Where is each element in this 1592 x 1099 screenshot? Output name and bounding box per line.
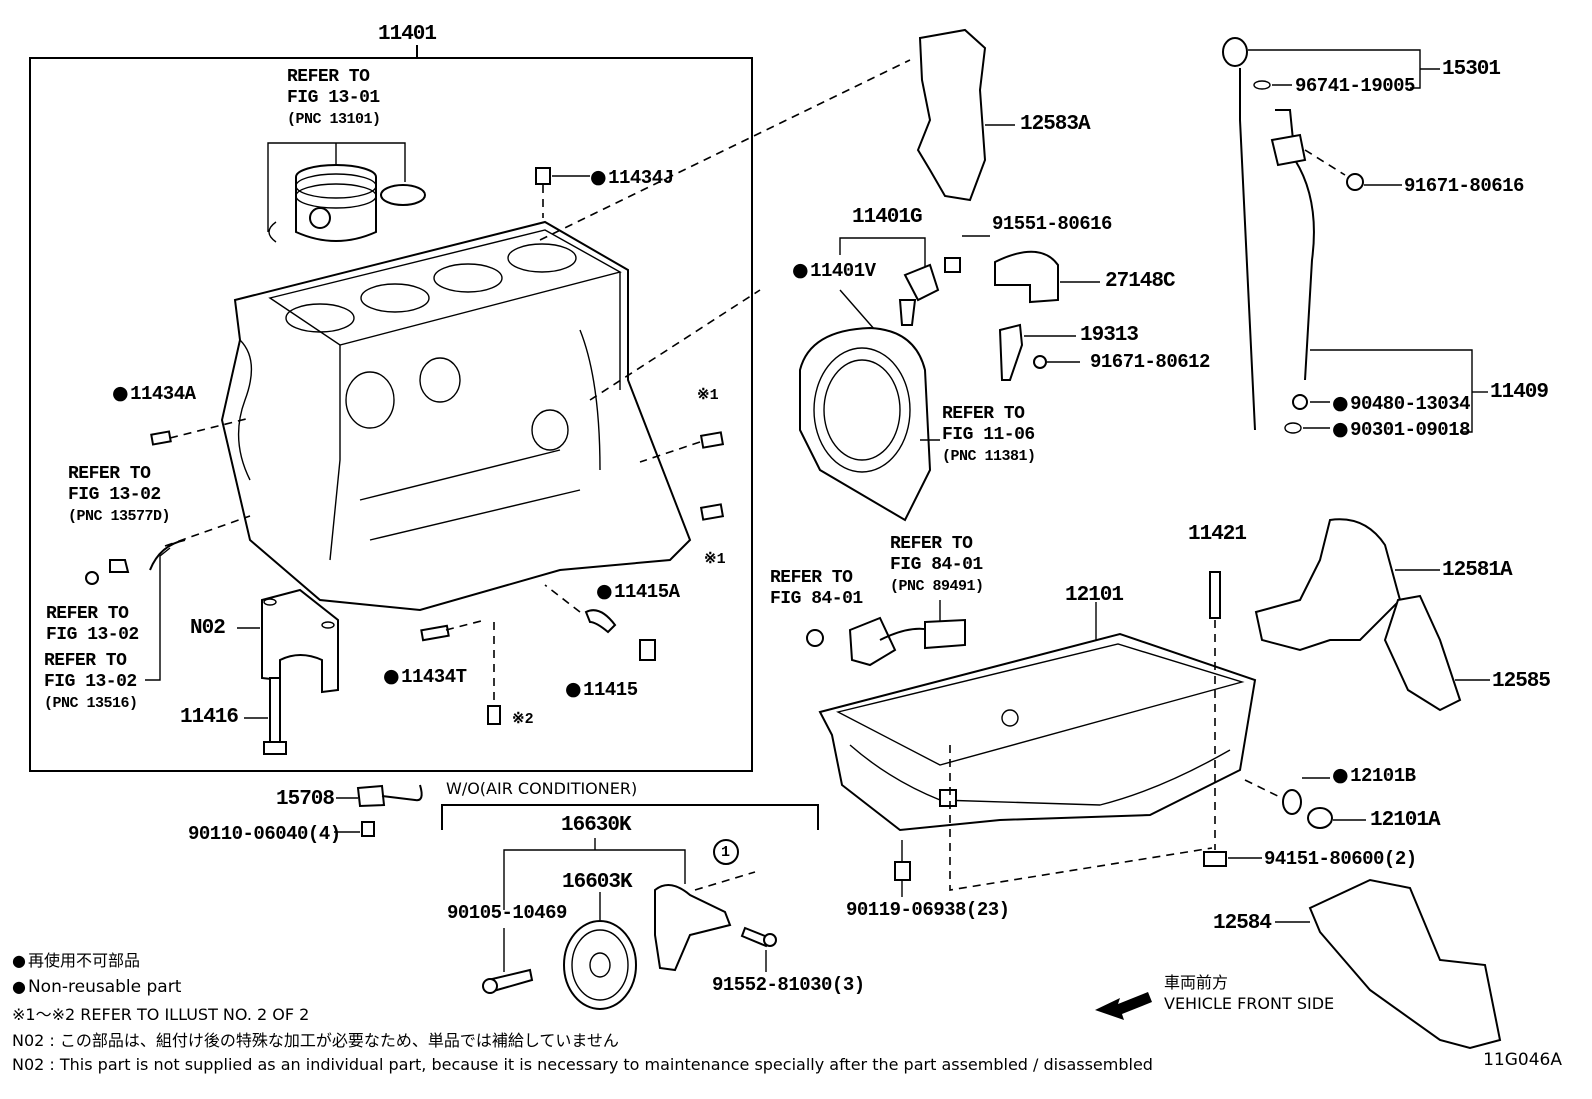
insulator-12581a-illustration xyxy=(1254,518,1402,652)
piston-illustration xyxy=(268,164,426,243)
mark-1b: ※1 xyxy=(704,551,726,568)
label-12101b[interactable]: 12101B xyxy=(1332,766,1416,786)
label-12583a[interactable]: 12583A xyxy=(1020,113,1091,136)
label-11401v[interactable]: 11401V xyxy=(792,261,876,281)
legend-n02-jp: N02 : この部品は、組付け後の特殊な加工が必要なため、単品では補給していませ… xyxy=(12,1031,619,1050)
label-27148c[interactable]: 27148C xyxy=(1105,270,1176,293)
vehicle-front-jp: 車両前方 xyxy=(1164,973,1229,992)
ref-fig-84-01-a[interactable]: REFER TO FIG 84-01 xyxy=(770,568,863,609)
block-assembly-frame xyxy=(29,57,753,772)
cylinder-block-illustration xyxy=(220,220,692,612)
label-11401[interactable]: 11401 xyxy=(378,23,437,46)
label-11409[interactable]: 11409 xyxy=(1490,381,1549,404)
label-90119-06938[interactable]: 90119-06938(23) xyxy=(846,899,1010,921)
label-91552-81030[interactable]: 91552-81030(3) xyxy=(712,974,865,996)
mark-1a: ※1 xyxy=(697,387,719,404)
label-12581a[interactable]: 12581A xyxy=(1442,559,1513,582)
insulator-12585-illustration xyxy=(1383,594,1462,712)
legend-illust-ref: ※1～※2 REFER TO ILLUST NO. 2 OF 2 xyxy=(12,1005,310,1024)
label-12101[interactable]: 12101 xyxy=(1065,584,1124,607)
legend-non-reusable-en: Non-reusable part xyxy=(12,977,181,996)
label-90301-09018[interactable]: 90301-09018 xyxy=(1332,420,1470,440)
seal-retainer-illustration xyxy=(799,326,932,522)
label-91671-80616[interactable]: 91671-80616 xyxy=(1404,175,1524,197)
label-11421[interactable]: 11421 xyxy=(1188,523,1247,546)
label-91671-80612[interactable]: 91671-80612 xyxy=(1090,351,1210,373)
vehicle-front-en: VEHICLE FRONT SIDE xyxy=(1164,994,1335,1013)
circle-1-label: 1 xyxy=(721,844,731,861)
mark-2: ※2 xyxy=(512,711,534,728)
ref-fig-84-01-b[interactable]: REFER TO FIG 84-01 (PNC 89491) xyxy=(890,534,984,595)
label-11434a[interactable]: 11434A xyxy=(112,384,196,404)
label-90110-06040[interactable]: 90110-06040(4) xyxy=(188,823,341,845)
label-94151-80600[interactable]: 94151-80600(2) xyxy=(1264,848,1417,870)
label-11415[interactable]: 11415 xyxy=(565,680,638,700)
bearing-cap-illustration xyxy=(261,588,339,694)
label-n02[interactable]: N02 xyxy=(190,617,226,640)
bolt-11416 xyxy=(263,677,287,755)
ref-fig-13-01[interactable]: REFER TO FIG 13-01 (PNC 13101) xyxy=(287,67,381,128)
label-12584[interactable]: 12584 xyxy=(1213,912,1272,935)
legend-n02-en: N02 : This part is not supplied as an in… xyxy=(12,1055,1153,1074)
label-11434t[interactable]: 11434T xyxy=(383,667,467,687)
label-91551-80616[interactable]: 91551-80616 xyxy=(992,213,1112,235)
label-16630k[interactable]: 16630K xyxy=(561,814,632,837)
label-12101a[interactable]: 12101A xyxy=(1370,809,1441,832)
label-96741-19005[interactable]: 96741-19005 xyxy=(1295,75,1415,97)
label-15301[interactable]: 15301 xyxy=(1442,58,1501,81)
ref-fig-13-02-c[interactable]: REFER TO FIG 13-02 (PNC 13516) xyxy=(44,651,138,712)
pulley-16603k-illustration xyxy=(563,920,637,1010)
ref-fig-11-06[interactable]: REFER TO FIG 11-06 (PNC 11381) xyxy=(942,404,1036,465)
oil-pan-illustration xyxy=(818,632,1257,832)
label-16603k[interactable]: 16603K xyxy=(562,871,633,894)
illustration-code: 11G046A xyxy=(1483,1050,1562,1070)
label-15708[interactable]: 15708 xyxy=(276,788,335,811)
label-19313[interactable]: 19313 xyxy=(1080,324,1139,347)
ref-fig-13-02-a[interactable]: REFER TO FIG 13-02 (PNC 13577D) xyxy=(68,464,171,525)
label-11401g[interactable]: 11401G xyxy=(852,206,923,229)
wo-air-conditioner-note: W/O(AIR CONDITIONER) xyxy=(446,779,638,798)
ref-fig-13-02-b[interactable]: REFER TO FIG 13-02 xyxy=(46,604,139,645)
oil-gauge-illustration xyxy=(1222,37,1315,431)
label-90105-10469[interactable]: 90105-10469 xyxy=(447,902,567,924)
front-arrow xyxy=(1095,992,1152,1020)
label-90480-13034[interactable]: 90480-13034 xyxy=(1332,394,1470,414)
cover-12583a-illustration xyxy=(916,28,987,202)
label-11434j[interactable]: 11434J xyxy=(590,168,674,188)
label-12585[interactable]: 12585 xyxy=(1492,670,1551,693)
label-11415a[interactable]: 11415A xyxy=(596,582,680,602)
label-11416[interactable]: 11416 xyxy=(180,706,239,729)
baffle-12584-illustration xyxy=(1308,878,1502,1050)
legend-non-reusable-jp: 再使用不可部品 xyxy=(12,951,140,970)
